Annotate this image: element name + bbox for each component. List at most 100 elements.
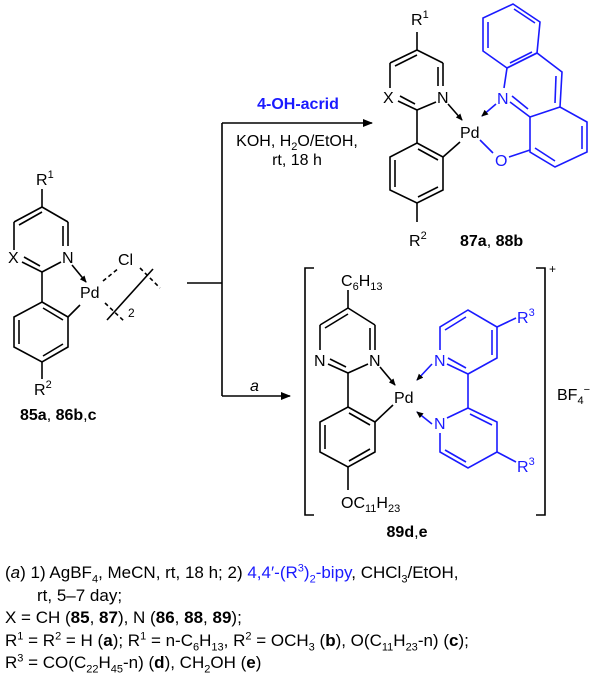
footnote-segment: 3 xyxy=(308,640,315,653)
product89-pd-atom: Pd xyxy=(394,390,414,407)
text-segment: e xyxy=(419,524,428,541)
text-segment: X xyxy=(383,90,394,107)
bipy-n2-atom: N xyxy=(434,416,446,433)
footnote-segment: , xyxy=(174,608,185,627)
footnote-segment: , CHCl xyxy=(351,563,402,582)
footnote-segment: , xyxy=(203,608,213,627)
start-r2-label: R2 xyxy=(34,379,52,399)
footnote-segment: = CO(C xyxy=(23,653,87,672)
start-cl-atom: Cl xyxy=(118,252,133,269)
footnote-segment: 85 xyxy=(70,608,90,627)
product89-n-left-atom: N xyxy=(314,353,326,370)
text-segment: N xyxy=(369,353,381,370)
text-segment: 4-OH-acrid xyxy=(257,96,339,113)
reaction-arrows xyxy=(187,119,373,400)
text-segment: H xyxy=(359,273,371,290)
footnote-segment: ); R xyxy=(112,630,141,650)
footnote-segment: R xyxy=(5,653,18,672)
footnote-r1-r2-definition: R1 = R2 = H (a); R1 = n-C6H13, R2 = OCH3… xyxy=(5,629,469,653)
footnote-segment: b xyxy=(325,630,336,650)
footnote-segment: c xyxy=(448,630,459,650)
footnote-segment: 11 xyxy=(381,640,394,653)
product87-pd-atom: Pd xyxy=(460,125,480,142)
text-segment: 2 xyxy=(291,141,297,153)
text-segment: C xyxy=(341,273,353,290)
footnote-segment: R xyxy=(5,630,18,650)
text-segment: 1 xyxy=(48,169,54,181)
start-x-atom: X xyxy=(8,250,19,267)
reaction-scheme: R1 X N Pd Cl 2 R2 85a, 86b,c 4-OH-acrid … xyxy=(8,3,590,541)
text-segment: 3 xyxy=(529,307,535,319)
text-segment: 6 xyxy=(353,281,359,293)
footnote-conditions-line: (a) 1) AgBF4, MeCN, rt, 18 h; 2) 4,4′-(R… xyxy=(5,562,469,585)
footnote-segment: 4 xyxy=(91,573,99,586)
footnote-segment: ) xyxy=(303,563,310,582)
text-segment: c xyxy=(88,407,97,424)
text-segment: , xyxy=(47,407,56,424)
acridinolate-ligand-bonds xyxy=(479,3,588,168)
footnote-segment: a xyxy=(103,630,113,650)
footnote-segment: 13 xyxy=(211,640,224,653)
footnote-segment: ), N ( xyxy=(117,608,156,627)
text-segment: 2 xyxy=(128,306,135,320)
text-segment: , xyxy=(487,233,496,250)
footnote-segment: H xyxy=(199,630,212,650)
text-segment: 11 xyxy=(365,503,376,515)
text-segment: R xyxy=(36,172,48,189)
text-segment: BF xyxy=(557,387,578,404)
footnote-segment: , xyxy=(89,608,100,627)
conditions-line-2: rt, 18 h xyxy=(272,152,322,169)
starting-complex-bonds xyxy=(13,189,161,379)
text-segment: N xyxy=(434,416,446,433)
text-segment: X xyxy=(8,250,19,267)
text-segment: , xyxy=(83,407,87,424)
footnote-segment: 1 xyxy=(17,629,24,642)
text-segment: O xyxy=(495,153,507,170)
text-segment: 87a xyxy=(460,233,487,250)
footnote-segment: = n-C xyxy=(146,630,193,650)
footnote-segment: rt, 5–7 day; xyxy=(37,585,123,605)
product87-x-atom: X xyxy=(383,90,394,107)
footnote-segment: 2 xyxy=(204,663,211,676)
text-segment: 2 xyxy=(46,379,52,391)
footnote-segment: ) xyxy=(255,653,262,672)
text-segment: R xyxy=(34,382,46,399)
text-segment: R xyxy=(517,459,529,476)
footnote-segment: 3 xyxy=(401,573,408,586)
bipy-n1-atom: N xyxy=(434,353,446,370)
text-segment: − xyxy=(584,384,590,396)
footnote-segment: = R xyxy=(23,630,56,650)
product-87-bonds xyxy=(389,32,463,222)
footnote-segment: -bipy xyxy=(315,563,352,582)
footnote-segment: 2 xyxy=(245,629,252,642)
product89-n-right-atom: N xyxy=(369,353,381,370)
start-n-atom: N xyxy=(62,250,74,267)
dimer-subscript: 2 xyxy=(128,306,135,320)
text-segment: H xyxy=(376,495,388,512)
footnote-segment: 86 xyxy=(155,608,175,627)
footnote-segment: = OCH xyxy=(251,630,309,650)
start-pd-atom: Pd xyxy=(80,285,100,302)
footnote-segment: ( xyxy=(5,563,11,582)
product-89-bonds xyxy=(304,267,546,516)
text-segment: KOH, H xyxy=(236,133,291,150)
text-segment: Cl xyxy=(118,252,133,269)
text-segment: 89d xyxy=(387,524,415,541)
undecyloxy-substituent: OC11H23 xyxy=(341,495,400,515)
footnote-segment: ); xyxy=(458,630,469,650)
footnote-segment: 45 xyxy=(110,663,123,676)
counterion-bf4: BF4− xyxy=(557,384,590,407)
footnote-segment: 3 xyxy=(17,652,24,665)
footnote-segment: H xyxy=(98,653,111,672)
text-segment: R xyxy=(411,12,423,29)
conditions-a-label: a xyxy=(250,378,259,395)
bipyridine-ligand-bonds xyxy=(416,309,517,469)
text-segment: 85a xyxy=(20,407,47,424)
conditions-line-1: KOH, H2O/EtOH, xyxy=(236,133,358,153)
text-segment: Pd xyxy=(460,125,480,142)
text-segment: , xyxy=(414,524,418,541)
product87-r1-label: R1 xyxy=(411,9,429,29)
text-segment: + xyxy=(549,262,556,276)
text-segment: OC xyxy=(341,495,365,512)
footnote-segment: ), O(C xyxy=(335,630,382,650)
